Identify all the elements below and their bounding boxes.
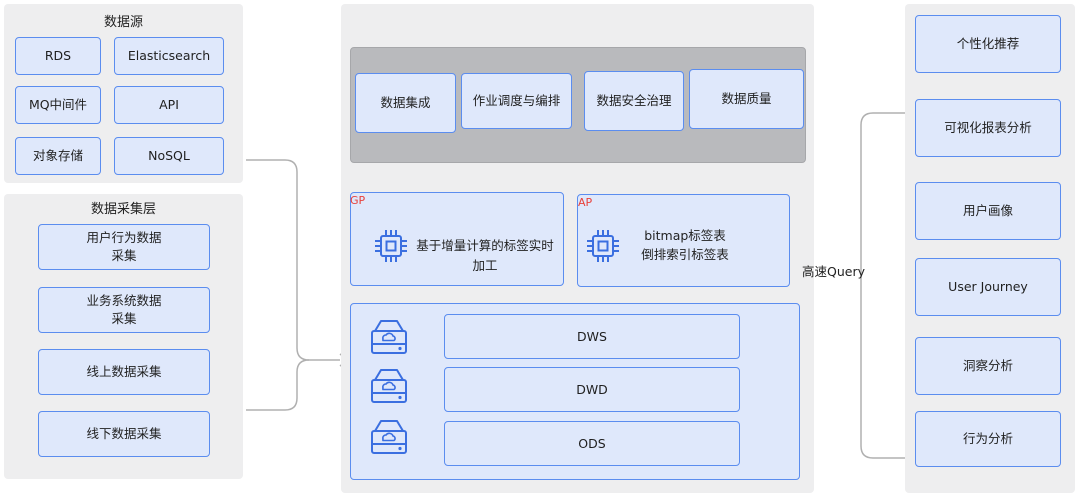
collection-layer-title: 数据采集层 (90, 202, 156, 217)
layer-ods[interactable]: ODS (444, 421, 740, 466)
gp-realtime-tag-box[interactable] (350, 192, 564, 286)
app-behavior-analysis[interactable]: 行为分析 (915, 411, 1061, 467)
collection-online[interactable]: 线上数据采集 (38, 349, 210, 395)
ap-text: bitmap标签表 倒排索引标签表 (641, 228, 729, 262)
collection-offline[interactable]: 线下数据采集 (38, 411, 210, 457)
connector-platform-to-apps (860, 112, 905, 459)
source-nosql[interactable]: NoSQL (114, 137, 224, 175)
cloud-storage-icon (371, 369, 407, 403)
connector-collection-to-platform (246, 359, 310, 411)
ap-tag: AP (578, 196, 593, 209)
cloud-storage-icon (371, 420, 407, 454)
gp-text: 基于增量计算的标签实时 加工 (416, 238, 554, 273)
app-user-journey[interactable]: User Journey (915, 258, 1061, 316)
source-rds[interactable]: RDS (15, 37, 101, 75)
app-user-portrait[interactable]: 用户画像 (915, 182, 1061, 240)
source-elasticsearch[interactable]: Elasticsearch (114, 37, 224, 75)
source-object-storage[interactable]: 对象存储 (15, 137, 101, 175)
app-visual-report-analysis[interactable]: 可视化报表分析 (915, 99, 1061, 157)
data-sources-title: 数据源 (103, 15, 143, 30)
cloud-storage-icon (371, 320, 407, 354)
source-api[interactable]: API (114, 86, 224, 124)
app-personalized-recommendation[interactable]: 个性化推荐 (915, 15, 1061, 73)
collection-user-behavior[interactable]: 用户行为数据 采集 (38, 224, 210, 270)
app-insight-analysis[interactable]: 洞察分析 (915, 337, 1061, 395)
service-data-quality[interactable]: 数据质量 (689, 69, 804, 129)
service-data-integration[interactable]: 数据集成 (355, 73, 456, 133)
chip-icon (375, 230, 407, 262)
gp-tag: GP (350, 194, 366, 207)
collection-business-system[interactable]: 业务系统数据 采集 (38, 287, 210, 333)
service-data-security[interactable]: 数据安全治理 (584, 71, 684, 131)
source-mq[interactable]: MQ中间件 (15, 86, 101, 124)
connector-sources-to-platform (246, 159, 340, 361)
layer-dws[interactable]: DWS (444, 314, 740, 359)
service-job-scheduling[interactable]: 作业调度与编排 (461, 73, 572, 129)
high-speed-query-label: 高速Query (802, 264, 865, 279)
layer-dwd[interactable]: DWD (444, 367, 740, 412)
chip-icon (587, 230, 619, 262)
